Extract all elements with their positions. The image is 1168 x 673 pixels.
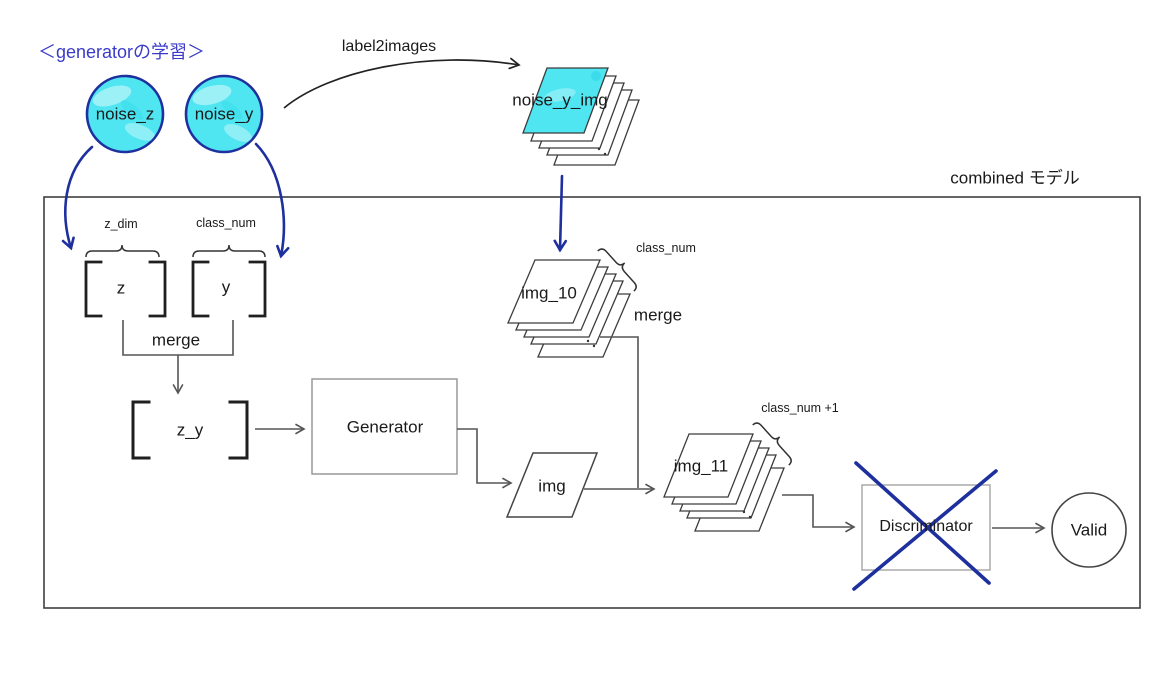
noise-y-node bbox=[184, 74, 264, 154]
noise-z-label: noise_z bbox=[95, 104, 155, 124]
noise-y-img-stack bbox=[522, 67, 640, 166]
discriminator-frozen-x bbox=[852, 461, 998, 591]
z-bracket bbox=[84, 260, 167, 318]
noise-y-img-to-img10-arrow bbox=[553, 174, 568, 253]
y-tensor-label: y bbox=[221, 277, 231, 297]
img10-label: img_10 bbox=[521, 283, 577, 303]
valid-label: Valid bbox=[1070, 520, 1108, 540]
noise-z-node bbox=[85, 74, 165, 154]
y-bracket bbox=[191, 260, 267, 318]
merge-imgs-label: merge bbox=[633, 305, 683, 325]
z-dim-label: z_dim bbox=[104, 216, 138, 231]
label2images-arrow bbox=[283, 57, 521, 109]
noise-z-to-z-arrow bbox=[61, 145, 94, 251]
generator-to-img-arrow bbox=[457, 428, 513, 489]
class-num-plus1-brace bbox=[752, 422, 792, 466]
class-num-plus1-label: class_num +1 bbox=[761, 400, 839, 415]
img10-merge-connector bbox=[600, 336, 639, 488]
img-label: img bbox=[538, 476, 566, 496]
class-num-brace bbox=[192, 244, 266, 258]
noise-y-to-y-arrow bbox=[254, 142, 290, 259]
page-title: ＜generatorの学習＞ bbox=[38, 42, 206, 62]
valid-node bbox=[1051, 492, 1127, 568]
img11-stack bbox=[663, 433, 785, 532]
img10-stack bbox=[507, 259, 631, 358]
noise-y-label: noise_y bbox=[194, 104, 254, 124]
zy-bracket bbox=[131, 400, 249, 460]
img11-label: img_11 bbox=[673, 456, 729, 476]
generator-label: Generator bbox=[346, 417, 424, 437]
label2images-label: label2images bbox=[341, 38, 437, 55]
z-dim-brace bbox=[85, 244, 160, 258]
class-num-label: class_num bbox=[196, 215, 256, 230]
z-tensor-label: z bbox=[116, 278, 126, 298]
class-num-imgs-label: class_num bbox=[636, 240, 696, 255]
img-parallelogram bbox=[505, 452, 599, 518]
combined-model-label: combined モデル bbox=[950, 168, 1080, 188]
img11-to-discriminator-arrow bbox=[782, 494, 856, 533]
combined-model-box bbox=[43, 196, 1141, 609]
zy-tensor-label: z_y bbox=[176, 420, 204, 440]
merge-zy-label: merge bbox=[151, 330, 201, 350]
noise-y-img-label: noise_y_img bbox=[512, 90, 608, 110]
class-num-brace-img10 bbox=[597, 248, 637, 292]
discriminator-label: Discriminator bbox=[879, 518, 973, 535]
generator-box bbox=[311, 378, 458, 475]
